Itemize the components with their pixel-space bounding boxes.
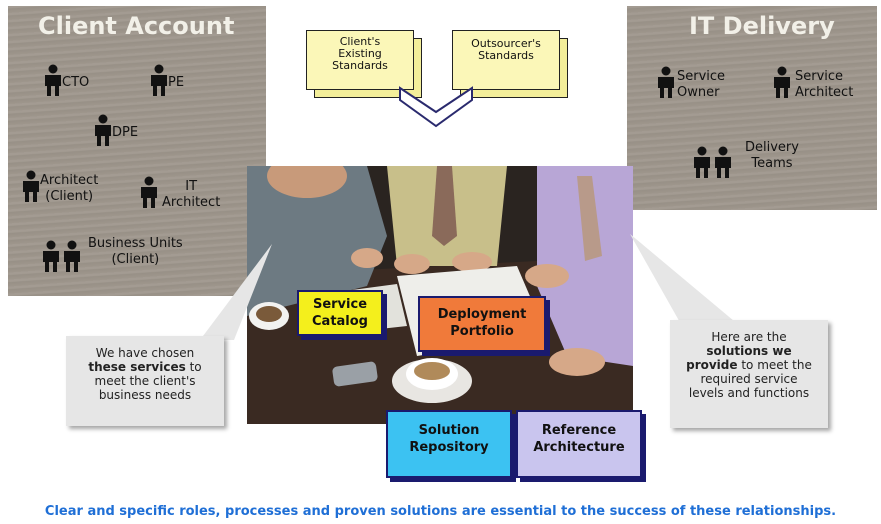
deployment-portfolio-card: Deployment Portfolio: [418, 296, 546, 352]
left-callout-note: We have chosen these services to meet th…: [66, 336, 224, 426]
clients-standards-doc: Client's Existing Standards: [306, 30, 426, 102]
service-catalog-line1: Service: [312, 297, 368, 312]
it-delivery-title: IT Delivery: [689, 12, 835, 40]
service-catalog-card: Service Catalog: [297, 290, 383, 336]
left-callout-pointer: [200, 244, 272, 340]
right-note-bold2: provide: [686, 358, 738, 372]
business-units-line2: (Client): [111, 251, 160, 267]
people-group-icon: [693, 146, 733, 183]
role-dpe-label: DPE: [112, 124, 139, 140]
role-pe: PE: [150, 64, 184, 101]
left-note-line4: business needs: [98, 388, 192, 402]
reference-architecture-line1: Reference: [541, 423, 617, 438]
solution-repository-card: Solution Repository: [386, 410, 512, 478]
business-units-line1: Business Units: [88, 235, 183, 251]
right-note-line5: levels and functions: [688, 386, 810, 400]
left-note-line1: We have chosen: [95, 346, 195, 360]
it-delivery-panel: IT Delivery Service Owner Service Archit…: [627, 6, 877, 210]
person-icon: [773, 66, 791, 103]
client-account-panel: Client Account CTO PE DPE Architect (Cli…: [8, 6, 266, 296]
outsourcers-standards-line1: Outsourcer's: [471, 37, 541, 50]
service-owner-line2: Owner: [677, 84, 720, 100]
deployment-portfolio-line1: Deployment: [437, 307, 527, 322]
role-business-units: Business Units (Client): [42, 236, 183, 277]
role-cto-label: CTO: [62, 74, 90, 90]
footer-statement: Clear and specific roles, processes and …: [44, 504, 837, 519]
role-it-architect: IT Architect: [140, 176, 220, 213]
delivery-teams-line2: Teams: [751, 155, 793, 171]
outsourcers-standards-line2: Standards: [478, 49, 534, 62]
role-pe-label: PE: [168, 74, 185, 90]
it-architect-line1: IT: [185, 178, 198, 194]
right-callout-pointer: [630, 234, 740, 326]
solution-repository-line2: Repository: [409, 440, 489, 455]
role-service-architect: Service Architect: [773, 66, 853, 103]
service-architect-line2: Architect: [795, 84, 854, 100]
right-note-line3-rest: to meet the: [737, 358, 812, 372]
right-callout-note: Here are the solutions we provide to mee…: [670, 320, 828, 428]
service-architect-line1: Service: [795, 68, 844, 84]
person-icon: [22, 170, 40, 207]
reference-architecture-line2: Architecture: [533, 440, 625, 455]
delivery-teams-line1: Delivery: [745, 139, 799, 155]
person-icon: [140, 176, 158, 213]
people-group-icon: [42, 240, 82, 277]
person-icon: [150, 64, 168, 101]
client-account-title: Client Account: [38, 12, 235, 40]
solution-repository-line1: Solution: [418, 423, 480, 438]
reference-architecture-card: Reference Architecture: [516, 410, 642, 478]
merge-chevron-arrow: [399, 86, 473, 128]
outsourcers-standards-doc: Outsourcer's Standards: [452, 30, 572, 102]
person-icon: [657, 66, 675, 103]
architect-client-line2: (Client): [45, 188, 94, 204]
service-owner-line1: Service: [677, 68, 726, 84]
right-note-line4: required service: [700, 372, 798, 386]
role-dpe: DPE: [94, 114, 138, 151]
deployment-portfolio-line2: Portfolio: [450, 324, 514, 339]
right-note-bold1: solutions we: [706, 344, 792, 358]
person-icon: [94, 114, 112, 151]
left-note-line3: meet the client's: [94, 374, 196, 388]
it-architect-line2: Architect: [162, 194, 221, 210]
right-note-line1: Here are the: [711, 330, 787, 344]
role-delivery-teams: Delivery Teams: [693, 140, 799, 183]
clients-standards-line1: Client's: [339, 35, 381, 48]
clients-standards-line2: Existing: [338, 47, 382, 60]
left-note-line2-rest: to: [185, 360, 202, 374]
left-note-bold: these services: [88, 360, 186, 374]
role-architect-client: Architect (Client): [22, 170, 98, 207]
service-catalog-line2: Catalog: [312, 314, 368, 329]
clients-standards-line3: Standards: [332, 59, 388, 72]
person-icon: [44, 64, 62, 101]
role-service-owner: Service Owner: [657, 66, 725, 103]
architect-client-line1: Architect: [40, 172, 99, 188]
role-cto: CTO: [44, 64, 89, 101]
